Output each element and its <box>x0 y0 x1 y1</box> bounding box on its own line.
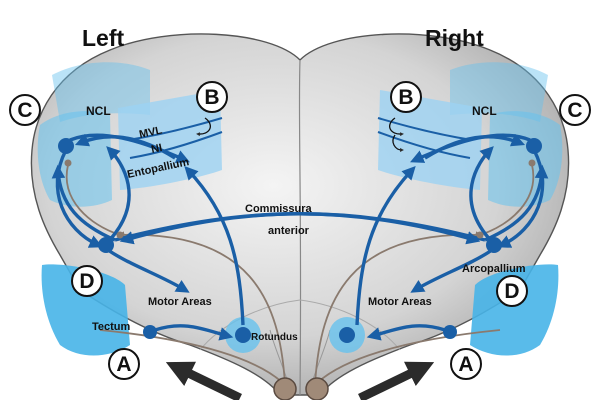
rotundus-left-node <box>235 327 251 343</box>
badge-a-left-text: A <box>116 353 131 376</box>
badge-b-left: B <box>196 81 228 113</box>
rotundus-label: Rotundus <box>251 332 298 343</box>
arco-left-input <box>116 231 124 239</box>
nuclei <box>58 138 542 343</box>
sensory-node-right <box>305 377 329 400</box>
commissura-label-line1: Commissura <box>245 203 313 215</box>
badge-c-right-text: C <box>567 99 582 122</box>
badge-b-right: B <box>390 81 422 113</box>
rotundus-right-node <box>339 327 355 343</box>
motor-areas-right-label: Motor Areas <box>368 296 432 308</box>
arco-right-input <box>476 231 484 239</box>
ncl-left-label: NCL <box>86 104 111 118</box>
arcopallium-right-node <box>486 237 502 253</box>
badge-d-left: D <box>71 265 103 297</box>
sensory-pathways <box>65 164 535 386</box>
right-hemisphere-label: Right <box>425 25 484 51</box>
badge-c-left: C <box>9 94 41 126</box>
region-fills <box>37 62 563 356</box>
arcopallium-label: Arcopallium <box>462 263 526 275</box>
left-hemisphere-label: Left <box>82 25 125 51</box>
badge-a-right-text: A <box>458 353 473 376</box>
ncl-right-input <box>528 159 536 167</box>
badge-b-right-text: B <box>398 86 413 109</box>
tectum-left-node <box>143 325 157 339</box>
badge-c-left-text: C <box>17 99 32 122</box>
intra-pallium-arrows <box>196 117 404 152</box>
projection-pathways <box>51 133 549 341</box>
arcopallium-left-node <box>98 237 114 253</box>
badge-a-left: A <box>108 348 140 380</box>
tectum-label: Tectum <box>92 321 131 333</box>
ni-label: NI <box>150 142 163 156</box>
eye-inputs <box>165 361 435 400</box>
ncl-left-input <box>64 159 72 167</box>
badge-d-right-text: D <box>504 280 519 303</box>
sensory-node-left <box>273 377 297 400</box>
commissura-label-line2: anterior <box>268 225 310 237</box>
ncl-right-label: NCL <box>472 104 497 118</box>
motor-areas-left-label: Motor Areas <box>148 296 212 308</box>
badge-b-left-text: B <box>204 86 219 109</box>
tectum-right-node <box>443 325 457 339</box>
pallium-layers <box>127 117 473 159</box>
ncl-right-node <box>526 138 542 154</box>
ncl-left-node <box>58 138 74 154</box>
badge-c-right: C <box>559 94 591 126</box>
mvl-label: MVL <box>138 124 163 141</box>
badge-d-right: D <box>496 275 528 307</box>
badge-a-right: A <box>450 348 482 380</box>
badge-d-left-text: D <box>79 270 94 293</box>
